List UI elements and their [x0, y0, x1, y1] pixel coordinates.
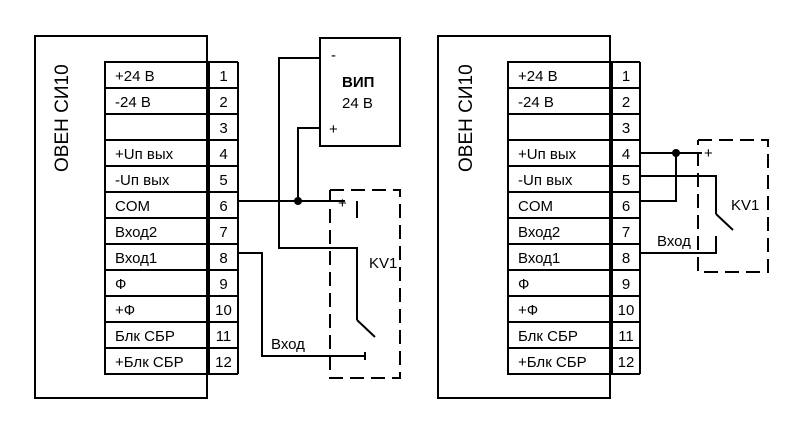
left-wires [238, 57, 376, 360]
right-terminal-number: 12 [618, 354, 635, 371]
right-terminal-number: 9 [622, 276, 630, 293]
right-terminal-number: 3 [622, 120, 630, 137]
left-terminal-label: Ф [115, 276, 126, 293]
left-input-label: Вход [271, 336, 305, 353]
right-relay-label: KV1 [731, 197, 759, 214]
left-terminal-label: +Uп вых [115, 146, 174, 163]
right-device-title: ОВЕН СИ10 [456, 64, 477, 172]
right-terminal-number: 7 [622, 224, 630, 241]
right-wires [640, 149, 734, 254]
right-terminal-number: 2 [622, 94, 630, 111]
right-terminal-label: +Ф [518, 302, 538, 319]
left-terminal-number: 12 [215, 354, 232, 371]
psu-minus-label: - [331, 47, 336, 64]
left-terminal-number: 5 [219, 172, 227, 189]
left-terminal-number: 9 [219, 276, 227, 293]
psu-box [319, 37, 401, 147]
left-terminal-label: Блк СБР [115, 328, 175, 345]
right-terminal-number: 4 [622, 146, 630, 163]
left-terminal-number: 1 [219, 68, 227, 85]
right-terminal-number: 5 [622, 172, 630, 189]
psu-plus-label: + [329, 121, 338, 138]
right-relay-kv1: + KV1 Вход [657, 139, 769, 273]
left-relay-kv1: + KV1 Вход [271, 189, 401, 379]
left-terminal-label: -24 В [115, 94, 151, 111]
right-terminal-number: 6 [622, 198, 630, 215]
left-device-title: ОВЕН СИ10 [52, 64, 73, 172]
left-terminal-label: +24 В [115, 68, 155, 85]
right-input-label: Вход [657, 233, 691, 250]
right-terminal-label: +Блк СБР [518, 354, 587, 371]
right-terminal-label: Вход2 [518, 224, 560, 241]
right-terminal-number: 8 [622, 250, 630, 267]
psu-voltage: 24 В [342, 95, 373, 112]
right-terminal-label: Ф [518, 276, 529, 293]
right-terminal-label: +24 В [518, 68, 558, 85]
right-terminal-number: 10 [618, 302, 635, 319]
right-terminal-number: 11 [618, 328, 634, 345]
right-terminal-label: Вход1 [518, 250, 560, 267]
left-terminal-label: COM [115, 198, 150, 215]
right-terminal-label: COM [518, 198, 553, 215]
left-terminal-number: 6 [219, 198, 227, 215]
right-relay-plus: + [704, 145, 713, 162]
right-terminal-label: -24 В [518, 94, 554, 111]
left-terminal-number: 2 [219, 94, 227, 111]
left-terminal-number: 11 [216, 328, 232, 345]
left-terminal-number: 4 [219, 146, 227, 163]
right-terminal-label: -Uп вых [518, 172, 573, 189]
left-relay-label: KV1 [369, 255, 397, 272]
left-terminal-number: 8 [219, 250, 227, 267]
left-terminal-label: +Ф [115, 302, 135, 319]
right-terminal-label: Блк СБР [518, 328, 578, 345]
right-diagram: ОВЕН СИ10 +24 В 1 -24 В 2 3 +Uп вых 4 -Uп вых 5C… [437, 35, 769, 399]
left-terminal-number: 7 [219, 224, 227, 241]
left-relay-plus: + [338, 195, 347, 212]
left-terminal-label: Вход2 [115, 224, 157, 241]
left-terminal-number: 10 [215, 302, 232, 319]
left-terminal-label: +Блк СБР [115, 354, 184, 371]
left-terminal-number: 3 [219, 120, 227, 137]
psu-title: ВИП [342, 74, 374, 91]
left-terminal-label: -Uп вых [115, 172, 170, 189]
right-terminal-label: +Uп вых [518, 146, 577, 163]
right-terminal-number: 1 [622, 68, 630, 85]
left-power-supply: - ВИП 24 В + [319, 37, 401, 147]
left-terminal-label: Вход1 [115, 250, 157, 267]
